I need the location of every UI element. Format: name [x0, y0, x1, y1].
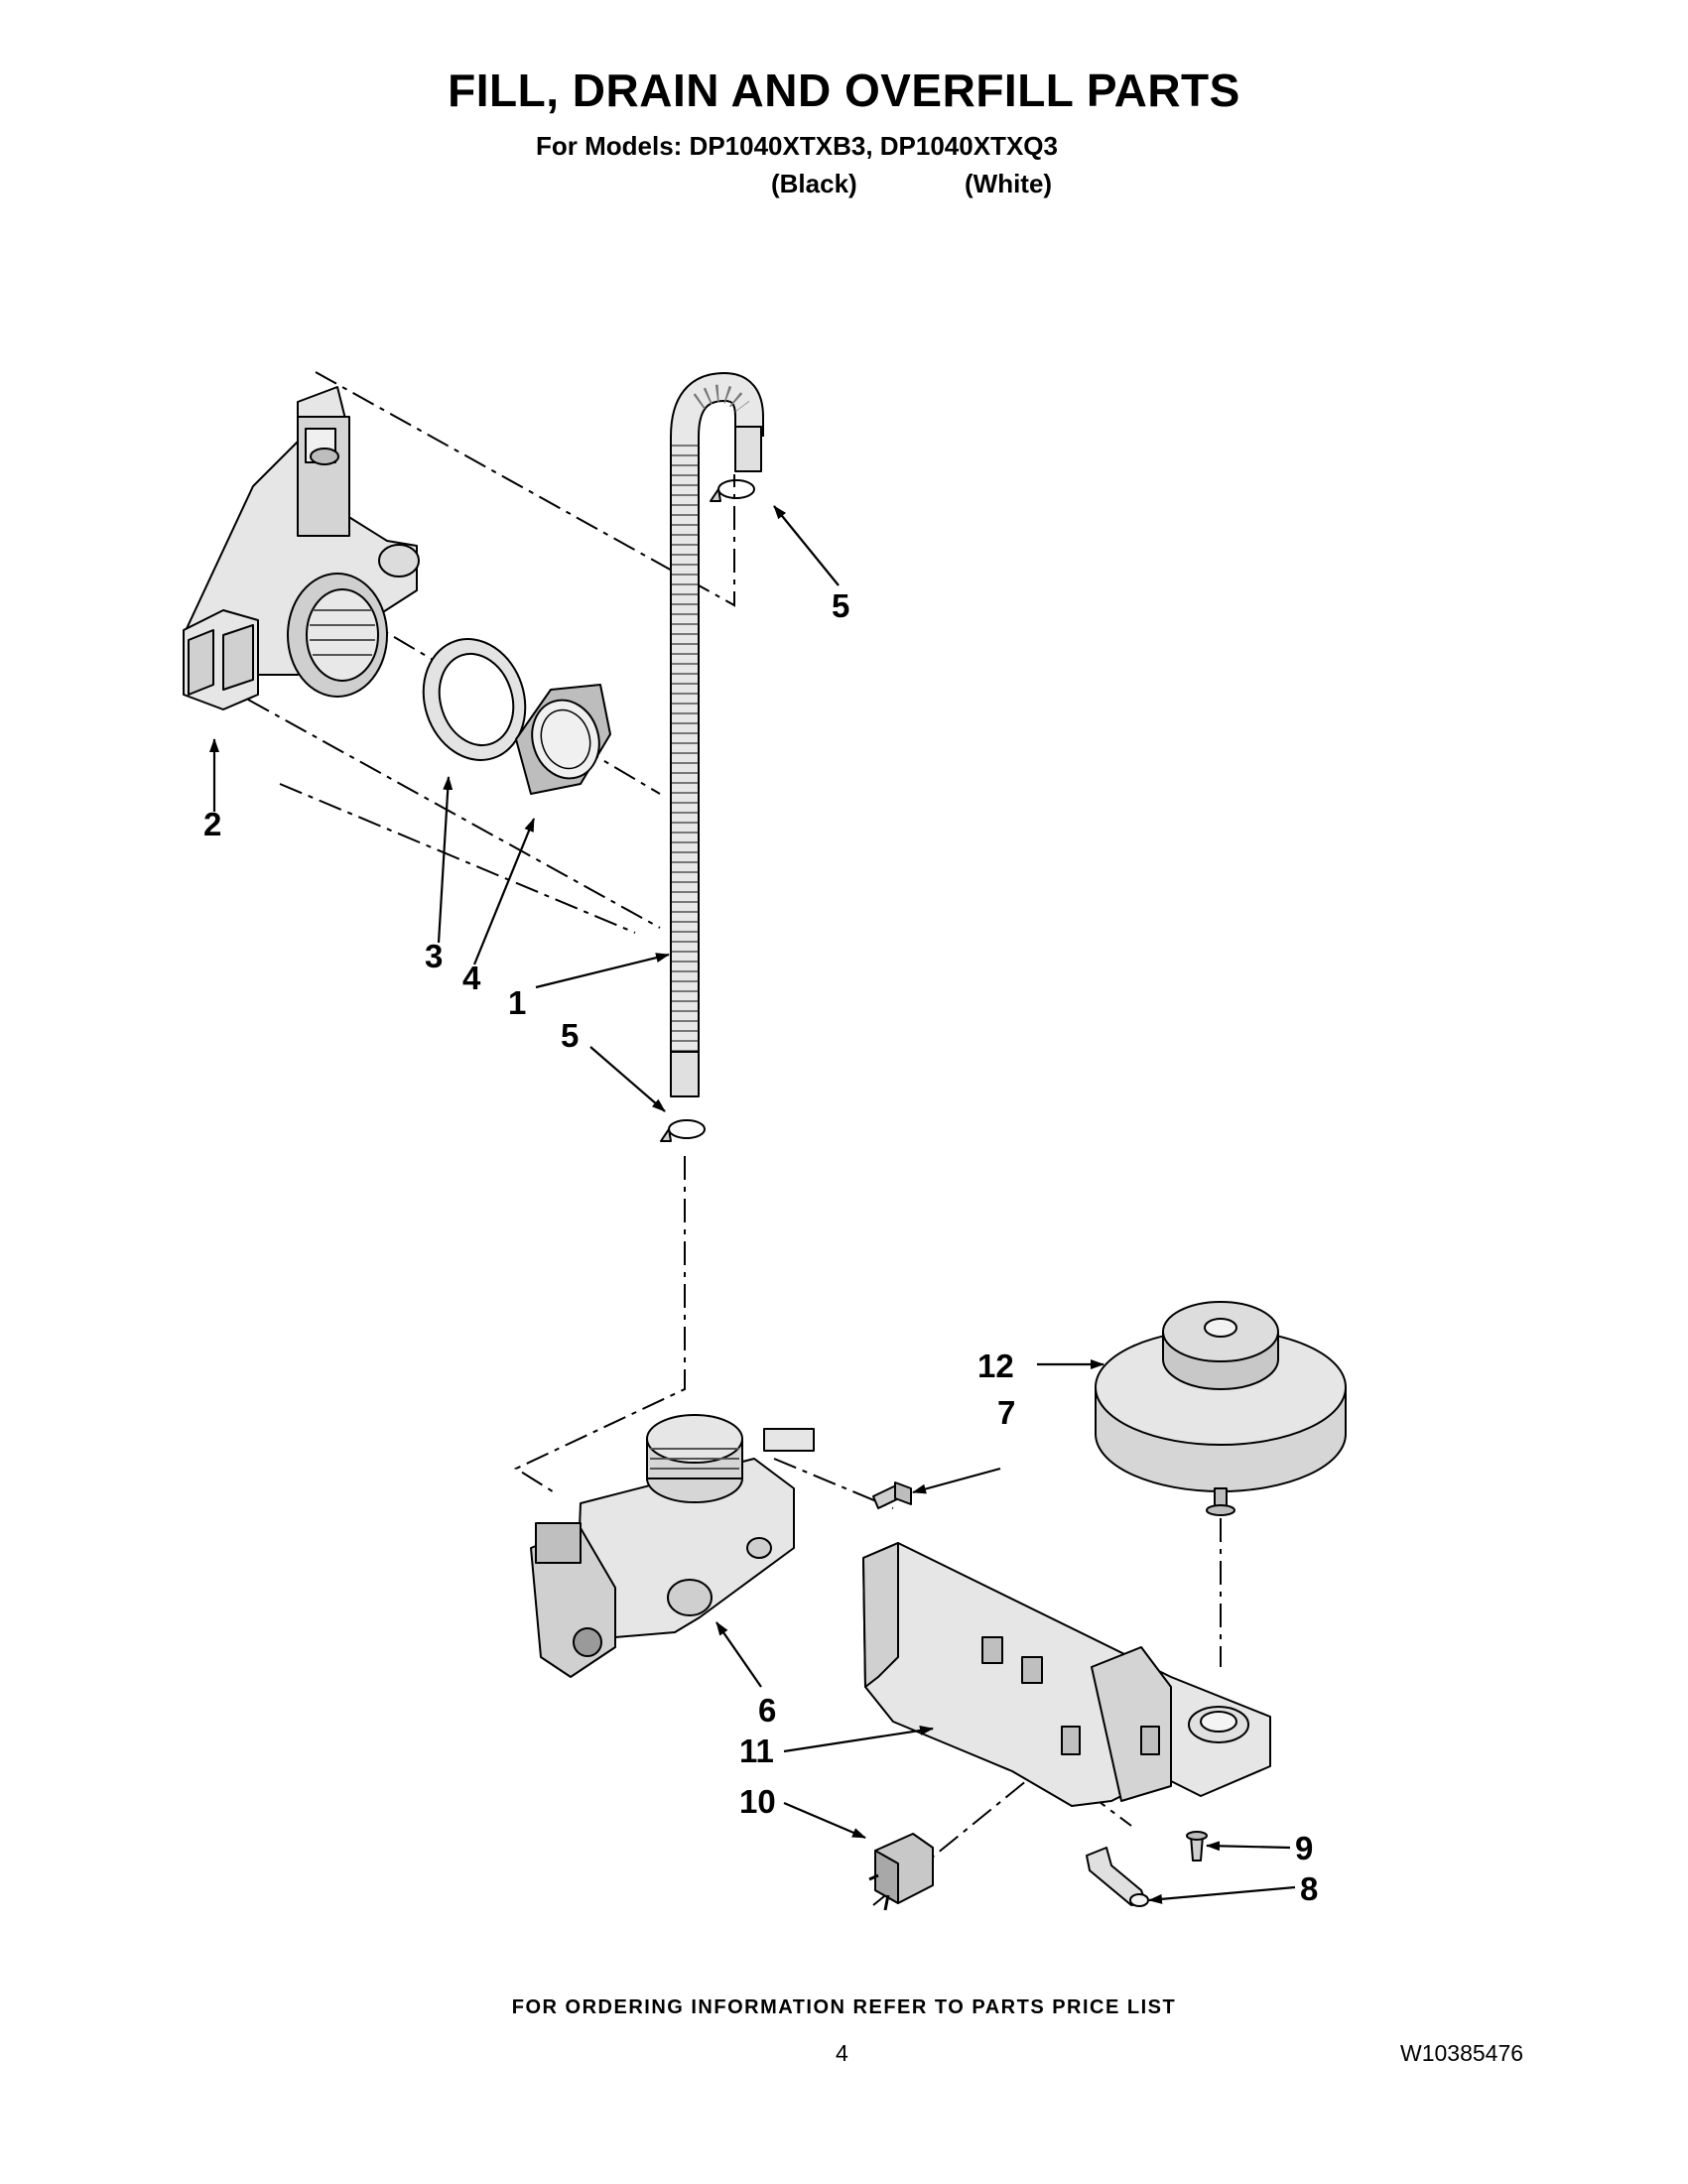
callout-5-bottom: 5 — [561, 1017, 579, 1054]
drain-hose-part — [670, 372, 764, 1097]
screw-9-part — [1186, 1831, 1208, 1862]
callout-6: 6 — [758, 1692, 776, 1729]
callout-10: 10 — [739, 1783, 776, 1820]
callout-8: 8 — [1300, 1870, 1318, 1907]
variant-black-label: (Black) — [771, 169, 857, 198]
callout-leaders — [209, 505, 1296, 1904]
float-part — [1095, 1301, 1347, 1516]
callout-11: 11 — [739, 1733, 774, 1769]
float-lever-part — [1086, 1847, 1149, 1907]
float-bracket-part — [862, 1542, 1271, 1807]
models-line: For Models: DP1040XTXB3, DP1040XTXQ3 — [536, 131, 1058, 161]
hose-clamp-top — [710, 479, 755, 502]
hose-clamp-bottom — [660, 1119, 706, 1142]
drain-pump-part — [530, 1414, 815, 1678]
screw-7-part — [872, 1481, 912, 1509]
page-number: 4 — [836, 2040, 848, 2066]
nut-part — [515, 684, 611, 795]
variant-white-label: (White) — [965, 169, 1053, 198]
ordering-note: FOR ORDERING INFORMATION REFER TO PARTS … — [511, 1996, 1177, 2018]
overfill-switch-part — [868, 1833, 934, 1911]
vent-housing-part — [183, 386, 420, 710]
callout-9: 9 — [1295, 1830, 1313, 1866]
callout-7: 7 — [997, 1394, 1015, 1431]
callout-4: 4 — [462, 960, 481, 996]
callout-5-top: 5 — [832, 587, 849, 624]
callout-12: 12 — [977, 1348, 1014, 1384]
page-title: FILL, DRAIN AND OVERFILL PARTS — [448, 64, 1240, 116]
gasket-part — [422, 638, 527, 761]
document-number: W10385476 — [1400, 2040, 1524, 2066]
callout-1: 1 — [508, 984, 526, 1021]
callout-2: 2 — [203, 806, 221, 842]
callout-3: 3 — [425, 938, 443, 974]
